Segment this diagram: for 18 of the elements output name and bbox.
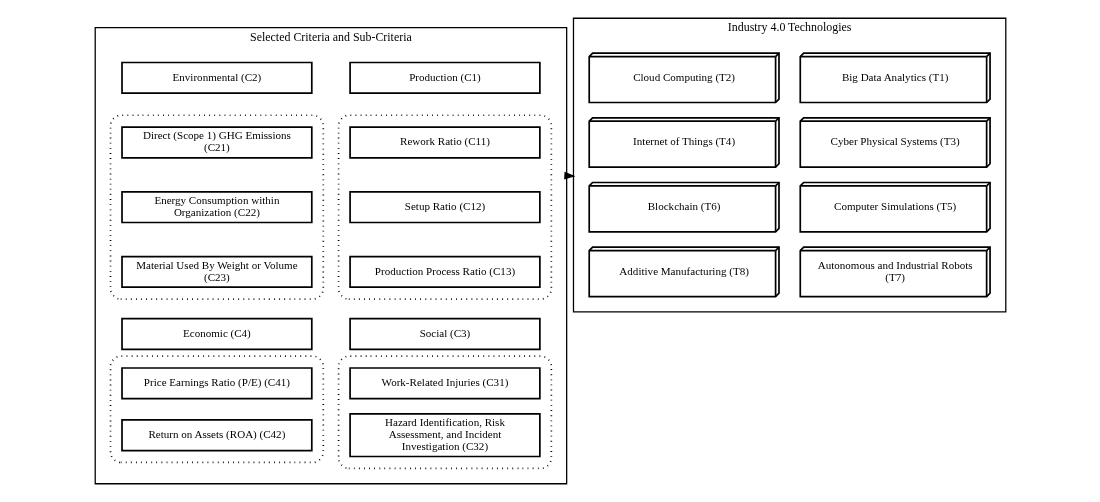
node-box: Hazard Identification, Risk Assessment, and Incident Investigation (C32) <box>348 413 541 458</box>
node-box: Setup Ratio (C12) <box>348 191 541 224</box>
node-box: Material Used By Weight or Volume (C23) <box>120 255 313 289</box>
cluster <box>337 114 552 300</box>
node-box: Social (C3) <box>348 317 541 351</box>
node-box: Work-Related Injuries (C31) <box>348 367 541 400</box>
node-box: Return on Assets (ROA) (C42) <box>120 419 313 452</box>
cluster <box>109 355 324 464</box>
node-box: Environmental (C2) <box>120 61 313 94</box>
node-box: Production (C1) <box>348 61 541 94</box>
node-box: Economic (C4) <box>120 317 313 351</box>
node-box: Production Process Ratio (C13) <box>348 255 541 289</box>
node-box: Price Earnings Ratio (P/E) (C41) <box>120 367 313 400</box>
cluster <box>337 355 552 470</box>
cluster <box>109 114 324 300</box>
node-box: Direct (Scope 1) GHG Emissions (C21) <box>120 126 313 159</box>
node-box: Energy Consumption within Organization (C22) <box>120 191 313 224</box>
node-box: Rework Ratio (C11) <box>348 126 541 159</box>
